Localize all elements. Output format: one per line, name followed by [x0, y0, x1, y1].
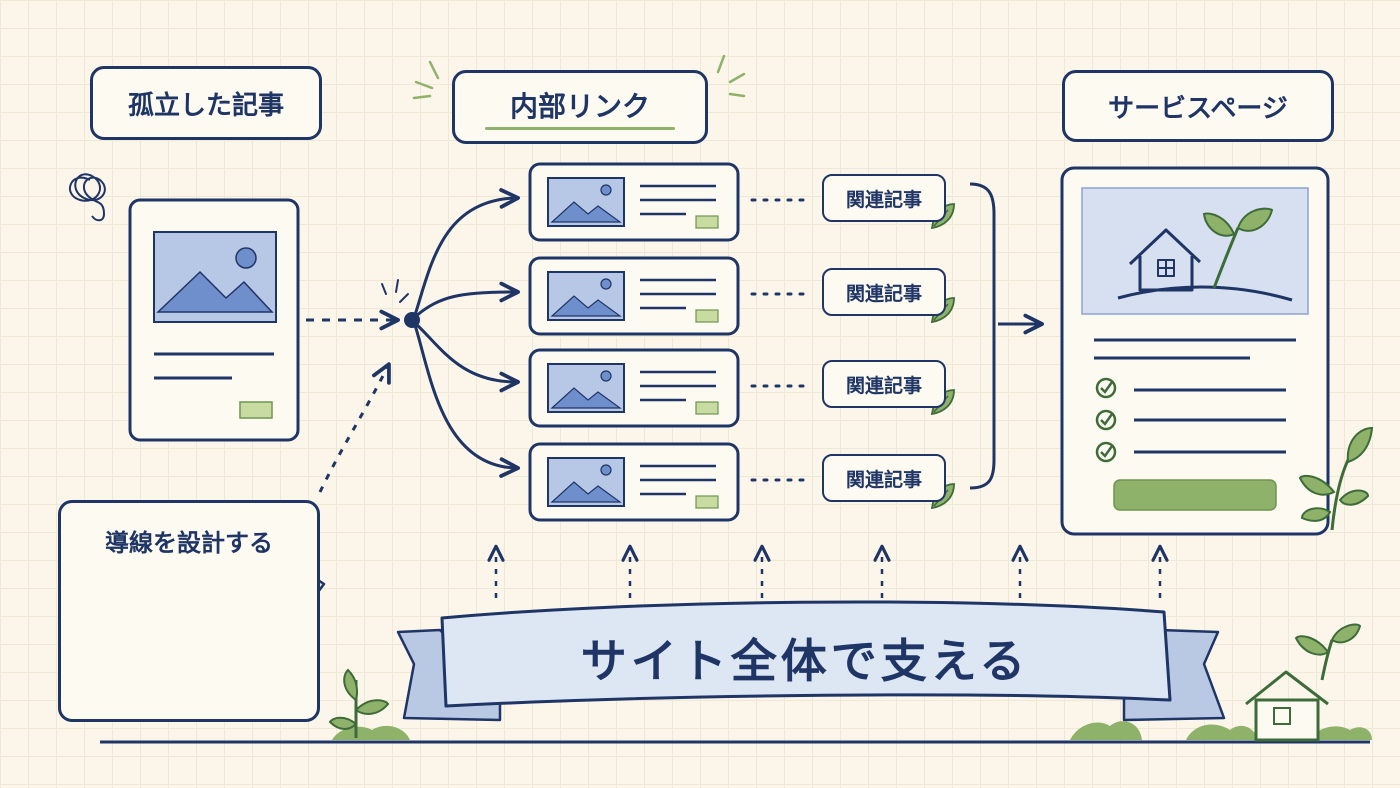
- sparkle-icon: [412, 54, 746, 100]
- scribble-icon: [69, 173, 106, 222]
- service-page-card: [1060, 166, 1330, 536]
- design-flow-panel: 導線を設計する: [58, 500, 320, 722]
- article-card: [528, 256, 740, 336]
- article-card: [528, 348, 740, 428]
- isolated-article-card: [128, 198, 300, 442]
- house-icon: [1070, 623, 1372, 742]
- related-article-tag: 関連記事: [822, 268, 946, 316]
- dotted-connectors: [750, 198, 810, 482]
- sparkle-icon: [381, 279, 409, 303]
- sprout-icon: [328, 668, 410, 740]
- service-page-label: サービスページ: [1062, 70, 1334, 142]
- ribbon-banner: [396, 600, 1226, 722]
- related-article-tag: 関連記事: [822, 174, 946, 222]
- site-support-label: サイト全体で支える: [580, 634, 1030, 688]
- article-cards: [528, 162, 740, 522]
- related-article-tag: 関連記事: [822, 360, 946, 408]
- dashed-arrow-design-to-hub: [318, 362, 391, 493]
- check-icon: [1095, 377, 1117, 463]
- sprout-icon: [1298, 426, 1374, 531]
- sprout-icon: [1202, 207, 1274, 289]
- bracket: [969, 182, 996, 490]
- internal-link-label: 内部リンク: [452, 70, 708, 144]
- underline-accent: [485, 126, 675, 130]
- related-article-tag: 関連記事: [822, 454, 946, 502]
- image-placeholder-icon: [153, 231, 277, 323]
- branch-arrows: [412, 188, 520, 478]
- isolated-article-label: 孤立した記事: [90, 66, 322, 140]
- design-flow-label: 導線を設計する: [105, 529, 273, 557]
- article-card: [528, 162, 740, 242]
- article-card: [528, 442, 740, 522]
- internal-link-text: 内部リンク: [509, 89, 650, 123]
- support-arrows: [487, 544, 1169, 598]
